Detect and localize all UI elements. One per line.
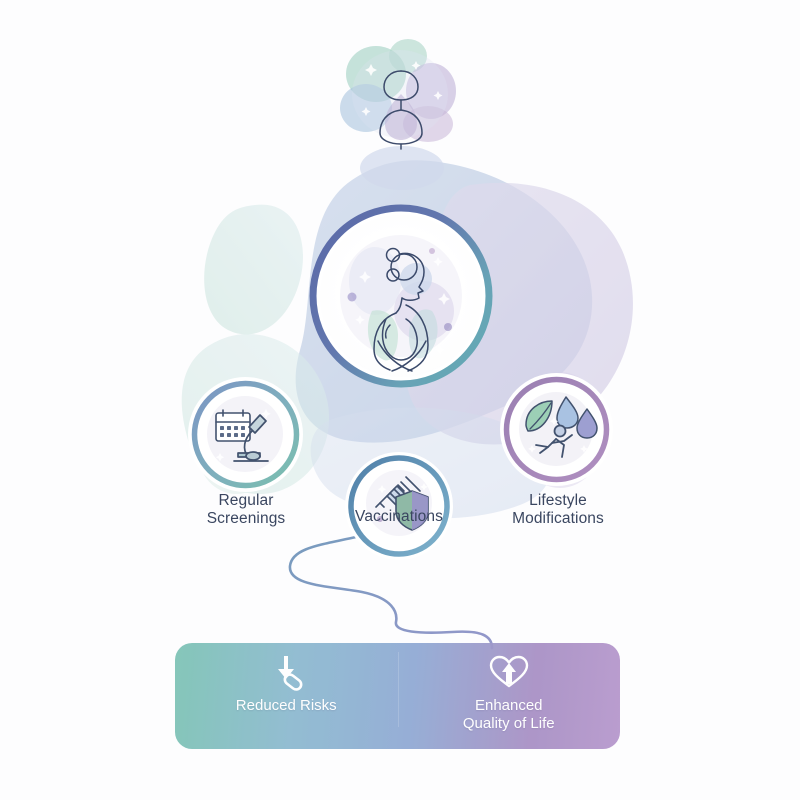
screenings-icon: [198, 387, 293, 482]
vaccinations-icon: [354, 461, 444, 551]
heart-up-arrow-icon: [489, 655, 528, 688]
outcome-label-reduced-risks: Reduced Risks: [235, 697, 337, 714]
label-vaccinations: Vaccinations: [355, 508, 443, 525]
outcome-label-enhanced-quality-of-life: Enhanced Quality of Life: [462, 697, 555, 732]
outcomes-banner: Reduced Risks Enhanced Quality of Life: [175, 643, 620, 749]
label-regular-screenings: Regular Screenings: [206, 492, 286, 528]
outcome-reduced-risks[interactable]: Reduced Risks: [175, 643, 398, 749]
top-motif: [340, 39, 456, 150]
lifestyle-icon: [510, 383, 603, 476]
label-lifestyle-modifications: Lifestyle Modifications: [512, 492, 604, 528]
outcome-enhanced-quality-of-life[interactable]: Enhanced Quality of Life: [397, 643, 621, 749]
hub-illustration: [320, 215, 482, 377]
down-arrow-pill-icon: [278, 656, 303, 691]
